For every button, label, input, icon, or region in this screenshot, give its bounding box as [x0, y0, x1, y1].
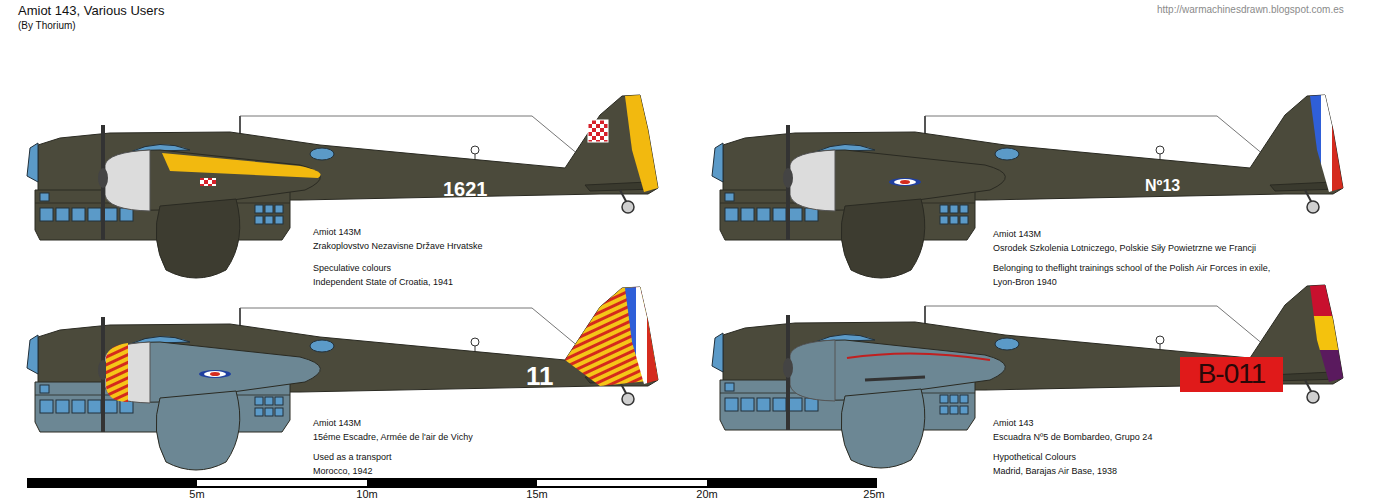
vichy-aircraft-part	[210, 372, 220, 376]
spanish-aircraft-part	[1300, 280, 1350, 390]
vichy-aircraft-part-part	[620, 282, 636, 392]
spanish-aircraft-part-part	[1300, 316, 1350, 350]
scale-label: 20m	[696, 488, 717, 500]
caption-line: Osrodek Szkolenia Lotniczego, Polskie Si…	[993, 243, 1256, 253]
polish-aircraft	[712, 90, 1347, 278]
spanish-aircraft-part-part	[1300, 280, 1350, 316]
caption-line: Amiot 143	[993, 418, 1034, 428]
polish-aircraft-part-part	[1332, 90, 1347, 200]
aircraft-marking: 1621	[443, 178, 488, 201]
polish-aircraft-part	[1305, 90, 1347, 200]
scale-bar	[27, 478, 877, 488]
aircraft-marking: 11	[526, 362, 554, 392]
vichy-aircraft-part	[620, 282, 662, 392]
vichy-aircraft-part	[27, 287, 658, 470]
caption-line: Speculative colours	[313, 263, 391, 273]
caption-line: Used as a transport	[313, 452, 392, 462]
vichy-aircraft-part-part	[647, 282, 662, 392]
spanish-aircraft-part	[847, 353, 990, 360]
caption-line: Amiot 143M	[993, 229, 1041, 239]
caption-line: Amiot 143M	[313, 227, 361, 237]
polish-aircraft-part-part	[1321, 90, 1332, 200]
caption-line: Madrid, Barajas Air Base, 1938	[993, 466, 1117, 476]
scale-bar-part	[197, 480, 367, 486]
scale-label: 25m	[863, 488, 884, 500]
vichy-aircraft-part-part	[560, 282, 660, 392]
caption-line: Belonging to theflight trainings school …	[993, 263, 1270, 273]
aircraft-marking: Nº13	[1145, 177, 1180, 195]
caption-line: 15éme Escadre, Armée de l'air de Vichy	[313, 432, 473, 442]
vichy-aircraft-part	[204, 371, 226, 377]
vichy-aircraft-part	[560, 282, 660, 392]
scale-bar-part	[27, 478, 877, 488]
croatian-aircraft	[27, 90, 665, 278]
aircraft-marking: B-011	[1198, 358, 1266, 390]
caption-line: Independent State of Croatia, 1941	[313, 277, 453, 287]
caption-line: Lyon-Bron 1940	[993, 277, 1057, 287]
vichy-aircraft-part	[106, 343, 128, 402]
spanish-aircraft	[712, 280, 1350, 468]
polish-aircraft-part	[900, 180, 910, 184]
spanish-aircraft-part-part	[1300, 350, 1350, 390]
page-title: Amiot 143, Various Users	[18, 4, 164, 19]
scale-label: 5m	[189, 488, 204, 500]
polish-aircraft-part	[889, 178, 921, 186]
watermark: http://warmachinesdrawn.blogspot.com.es	[1157, 4, 1344, 16]
scale-bar-part	[537, 480, 707, 486]
caption-line: Zrakoplovstvo Nezavisne Države Hrvatske	[313, 241, 483, 251]
croatian-aircraft-part	[615, 90, 665, 200]
spanish-aircraft-part	[1180, 357, 1283, 392]
spanish-aircraft-part	[865, 377, 925, 380]
croatian-aircraft-part	[588, 120, 608, 142]
croatian-aircraft-part	[200, 178, 216, 186]
croatian-aircraft-part	[162, 153, 321, 178]
vichy-aircraft-part	[199, 370, 231, 378]
polish-aircraft-part	[894, 179, 916, 185]
vichy-aircraft-part-part	[636, 282, 647, 392]
caption-line: Hypothetical Colours	[993, 452, 1076, 462]
polish-aircraft-part-part	[1305, 90, 1321, 200]
caption-line: Escuadra Nº5 de Bombardeo, Grupo 24	[993, 432, 1152, 442]
caption-line: Morocco, 1942	[313, 466, 373, 476]
author-note: (By Thorium)	[18, 20, 76, 32]
vichy-aircraft	[27, 282, 662, 470]
croatian-aircraft-part	[27, 95, 658, 278]
caption-line: Amiot 143M	[313, 418, 361, 428]
scale-label: 15m	[526, 488, 547, 500]
croatian-aircraft-part-part	[615, 90, 665, 200]
spanish-aircraft-part	[712, 285, 1343, 468]
polish-aircraft-part	[712, 95, 1343, 278]
scale-label: 10m	[356, 488, 377, 500]
